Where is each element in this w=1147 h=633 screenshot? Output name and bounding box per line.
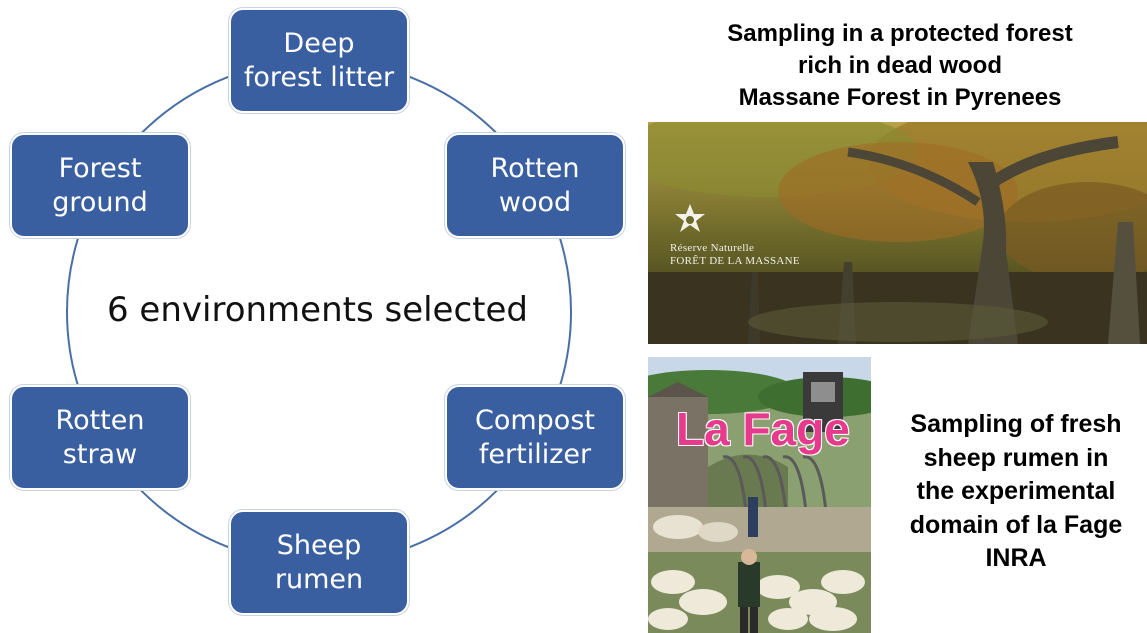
node-label-line2: rumen <box>274 563 364 595</box>
node-label-line2: ground <box>52 186 148 218</box>
forest-caption-line: Sampling in a protected forest <box>727 20 1073 47</box>
cycle-center-text: 6 environments selected <box>106 290 528 330</box>
logo-line2: FORÊT DE LA MASSANE <box>670 255 800 267</box>
node-label-line1: Rotten <box>55 404 145 436</box>
reserve-logo-text: Réserve Naturelle FORÊT DE LA MASSANE <box>670 242 800 268</box>
node-label-line1: Sheep <box>276 529 362 561</box>
forest-caption-line: Massane Forest in Pyrenees <box>738 84 1062 111</box>
sheep-farm-image <box>648 357 871 633</box>
fage-caption-line: INRA <box>985 544 1047 572</box>
node-rotten-wood: Rotten wood <box>445 133 625 238</box>
node-deep-forest-litter: Deep forest litter <box>229 8 409 113</box>
node-label-line1: Deep <box>283 27 355 59</box>
node-compost-fertilizer: Compost fertilizer <box>445 385 625 490</box>
fage-caption-line: the experimental <box>916 477 1116 505</box>
forest-caption-line: rich in dead wood <box>797 52 1002 79</box>
node-label-line1: Compost <box>475 404 595 436</box>
logo-line1: Réserve Naturelle <box>670 242 755 254</box>
massane-forest-photo: Réserve Naturelle FORÊT DE LA MASSANE <box>648 122 1147 344</box>
node-label-line2: fertilizer <box>478 438 592 470</box>
la-fage-title: La Fage <box>676 403 850 455</box>
forest-scene-image <box>648 122 1147 344</box>
fage-caption: Sampling of fresh sheep rumen in the exp… <box>885 408 1147 576</box>
node-label-line1: Rotten <box>490 152 580 184</box>
node-forest-ground: Forest ground <box>10 133 190 238</box>
node-label-line1: Forest <box>58 152 142 184</box>
fage-caption-line: domain of la Fage <box>909 510 1123 539</box>
node-rotten-straw: Rotten straw <box>10 385 190 490</box>
la-fage-photo: La Fage <box>648 357 871 633</box>
forest-caption: Sampling in a protected forest rich in d… <box>650 18 1147 114</box>
node-label-line2: straw <box>62 438 138 470</box>
node-sheep-rumen: Sheep rumen <box>229 510 409 615</box>
node-label-line2: forest litter <box>243 61 395 93</box>
reserve-logo-icon <box>675 204 705 232</box>
node-label-line2: wood <box>498 186 572 218</box>
fage-caption-line: sheep rumen in <box>923 443 1109 472</box>
fage-caption-line: Sampling of fresh <box>910 410 1122 438</box>
